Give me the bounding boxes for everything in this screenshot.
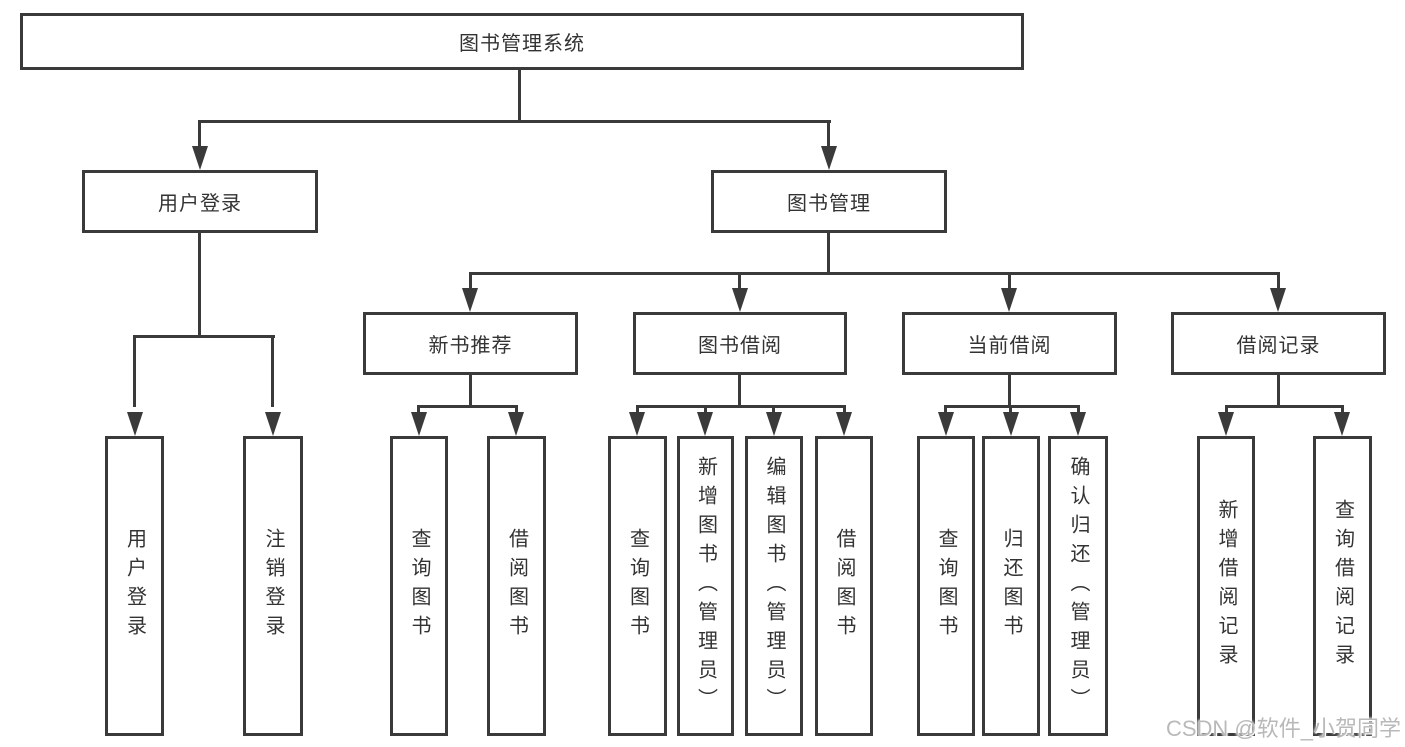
leaf-return-books: 归还图书 xyxy=(982,436,1040,736)
arrow-down-icon xyxy=(462,288,478,312)
connector-line xyxy=(417,405,420,415)
connector-line xyxy=(1077,405,1080,415)
leaf-query-books-borrow-label: 查询图书 xyxy=(626,528,649,644)
leaf-logout-label: 注销登录 xyxy=(262,528,284,644)
leaf-confirm-return-admin: 确认归还（管理员） xyxy=(1048,436,1108,736)
node-borrow-records-label: 借阅记录 xyxy=(1236,335,1321,357)
arrow-down-icon xyxy=(836,412,852,436)
connector-line xyxy=(1008,272,1011,292)
leaf-query-borrow-record: 查询借阅记录 xyxy=(1313,436,1372,736)
leaf-user-login: 用户登录 xyxy=(105,436,164,736)
connector-line xyxy=(1277,272,1280,292)
connector-line xyxy=(1009,405,1012,415)
leaf-query-books-current-label: 查询图书 xyxy=(935,528,957,644)
arrow-down-icon xyxy=(629,412,645,436)
leaf-query-books-current: 查询图书 xyxy=(917,436,975,736)
leaf-borrow-books: 借阅图书 xyxy=(815,436,873,736)
connector-line xyxy=(469,375,472,407)
arrow-down-icon xyxy=(127,412,143,436)
arrow-down-icon xyxy=(508,412,524,436)
connector-line xyxy=(944,405,947,415)
connector-line xyxy=(469,272,1280,275)
connector-line xyxy=(827,120,830,148)
node-root-label: 图书管理系统 xyxy=(459,33,585,55)
connector-line xyxy=(133,335,136,407)
leaf-edit-book-admin-label: 编辑图书（管理员） xyxy=(763,455,785,717)
leaf-user-login-label: 用户登录 xyxy=(123,528,146,644)
leaf-query-books-recommend-label: 查询图书 xyxy=(408,528,430,644)
leaf-borrow-books-label: 借阅图书 xyxy=(833,528,855,644)
connector-line xyxy=(271,335,274,407)
leaf-edit-book-admin: 编辑图书（管理员） xyxy=(745,436,803,736)
leaf-query-books-borrow: 查询图书 xyxy=(608,436,667,736)
connector-line xyxy=(198,120,831,123)
leaf-add-borrow-record-label: 新增借阅记录 xyxy=(1215,499,1237,673)
node-user-login-label: 用户登录 xyxy=(158,193,242,215)
connector-line xyxy=(843,405,846,415)
arrow-down-icon xyxy=(697,412,713,436)
arrow-down-icon xyxy=(411,412,427,436)
arrow-down-icon xyxy=(1003,412,1019,436)
node-current-borrow: 当前借阅 xyxy=(902,312,1117,375)
leaf-logout: 注销登录 xyxy=(243,436,303,736)
node-borrow-records: 借阅记录 xyxy=(1171,312,1386,375)
connector-line xyxy=(198,233,201,337)
connector-line xyxy=(1341,405,1344,415)
connector-line xyxy=(738,375,741,407)
connector-line xyxy=(1225,405,1228,415)
connector-line xyxy=(944,405,1080,408)
arrow-down-icon xyxy=(265,412,281,436)
connector-line xyxy=(133,335,275,338)
node-new-book-recommend: 新书推荐 xyxy=(363,312,578,375)
node-user-login: 用户登录 xyxy=(82,170,318,233)
arrow-down-icon xyxy=(1001,288,1017,312)
arrow-down-icon xyxy=(1218,412,1234,436)
arrow-down-icon xyxy=(766,412,782,436)
node-book-management: 图书管理 xyxy=(711,170,947,233)
connector-line xyxy=(636,405,846,408)
leaf-add-borrow-record: 新增借阅记录 xyxy=(1197,436,1255,736)
connector-line xyxy=(198,120,201,148)
connector-line xyxy=(827,233,830,274)
node-root: 图书管理系统 xyxy=(20,13,1024,70)
leaf-return-books-label: 归还图书 xyxy=(1000,528,1022,644)
connector-line xyxy=(417,405,518,408)
connector-line xyxy=(772,405,775,415)
node-book-management-label: 图书管理 xyxy=(787,193,871,215)
connector-line xyxy=(1277,375,1280,407)
arrow-down-icon xyxy=(1070,412,1086,436)
arrow-down-icon xyxy=(821,146,837,170)
connector-line xyxy=(469,272,472,292)
node-book-borrow: 图书借阅 xyxy=(633,312,847,375)
connector-line xyxy=(1225,405,1344,408)
connector-line xyxy=(518,69,521,122)
leaf-add-book-admin-label: 新增图书（管理员） xyxy=(694,455,717,717)
arrow-down-icon xyxy=(938,412,954,436)
arrow-down-icon xyxy=(732,288,748,312)
leaf-query-books-recommend: 查询图书 xyxy=(390,436,448,736)
node-current-borrow-label: 当前借阅 xyxy=(967,335,1052,357)
arrow-down-icon xyxy=(192,146,208,170)
connector-line xyxy=(738,272,741,292)
connector-line xyxy=(704,405,707,415)
node-new-book-recommend-label: 新书推荐 xyxy=(428,335,513,357)
connector-line xyxy=(636,405,639,415)
connector-line xyxy=(515,405,518,415)
connector-line xyxy=(1008,375,1011,407)
csdn-watermark: CSDN @软件_小贺同学 xyxy=(1165,716,1401,741)
arrow-down-icon xyxy=(1334,412,1350,436)
leaf-query-borrow-record-label: 查询借阅记录 xyxy=(1331,499,1354,673)
leaf-borrow-books-recommend-label: 借阅图书 xyxy=(505,528,528,644)
leaf-add-book-admin: 新增图书（管理员） xyxy=(677,436,734,736)
arrow-down-icon xyxy=(1270,288,1286,312)
leaf-confirm-return-admin-label: 确认归还（管理员） xyxy=(1067,455,1089,717)
node-book-borrow-label: 图书借阅 xyxy=(698,335,782,357)
leaf-borrow-books-recommend: 借阅图书 xyxy=(487,436,546,736)
